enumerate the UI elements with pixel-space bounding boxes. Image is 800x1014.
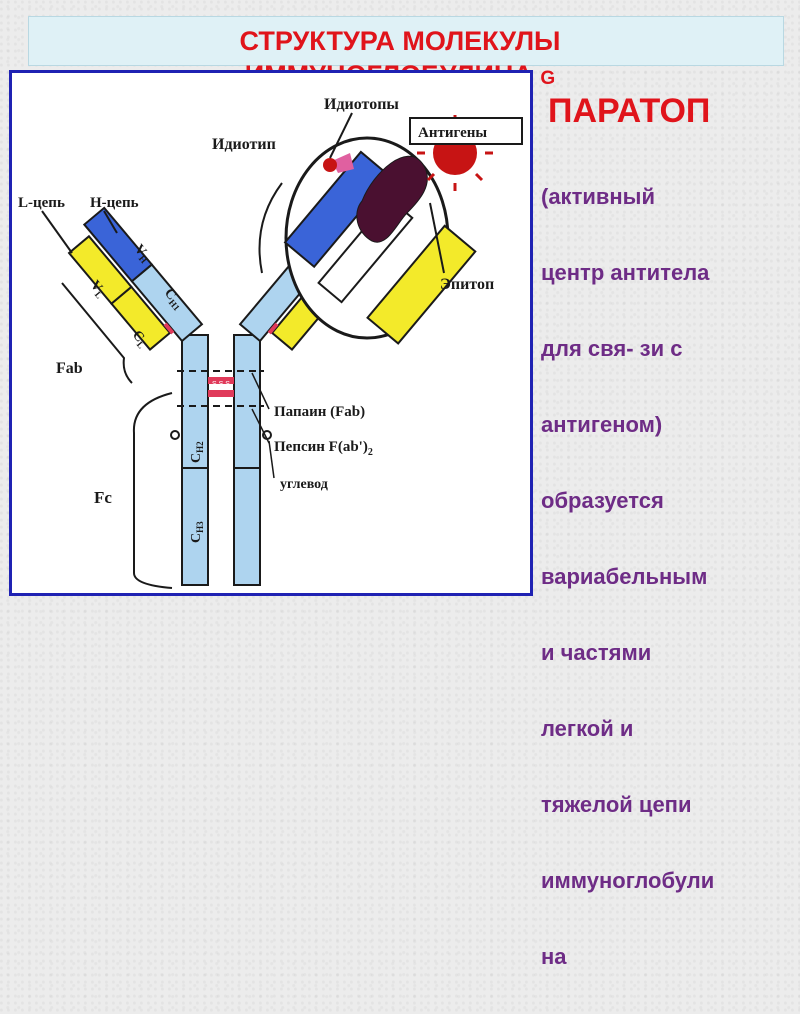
paratope-line: и частями — [541, 640, 652, 665]
pepsin-label-text: Пепсин F(ab') — [274, 439, 368, 455]
fab-label: Fab — [56, 360, 83, 377]
paratope-line: антигеном) — [541, 412, 663, 437]
pepsin-label: Пепсин F(ab')2 — [274, 439, 373, 458]
zoomed-heavy-variable — [283, 150, 392, 269]
title-banner — [28, 16, 784, 66]
idiotype-bracket — [258, 182, 283, 274]
right-fab-disulfide — [267, 322, 279, 335]
h-chain-pointer — [103, 210, 118, 234]
immunoglobulin-diagram: S S S — [9, 70, 533, 596]
hinge-disulfide-2 — [208, 390, 234, 397]
idiotopes-pointer — [329, 112, 353, 159]
papain-pointer — [251, 372, 270, 410]
antigen-epitope-blob — [356, 155, 428, 243]
h-chain-label: H-цепь — [90, 195, 139, 211]
epitope-label: Эпитоп — [440, 276, 494, 293]
ch3-domain-label: CH3 — [189, 521, 205, 543]
idiotopes-label: Идиотопы — [324, 96, 399, 113]
pepsin-pointer — [251, 408, 270, 444]
paratope-description: (активный центр антитела для свя- зи с а… — [541, 140, 799, 1014]
paratope-line: иммуноглобули — [541, 868, 715, 893]
paratope-line: тяжелой цепи — [541, 792, 692, 817]
left-heavy-arm — [82, 206, 204, 343]
title-line1: СТРУКТУРА МОЛЕКУЛЫ — [239, 26, 561, 56]
antigen-fragment — [332, 153, 354, 173]
carbohydrate-pointer — [268, 440, 275, 479]
paratope-line: на — [541, 944, 567, 969]
left-light-arm — [67, 234, 175, 351]
l-chain-pointer — [41, 210, 73, 254]
idiotope-marker — [323, 158, 337, 172]
epitope-pointer — [429, 202, 445, 274]
carbohydrate-left-marker — [170, 430, 180, 440]
idiotype-label: Идиотип — [212, 136, 276, 153]
carbohydrate-label: углевод — [280, 477, 328, 492]
papain-label: Папаин (Fab) — [274, 404, 365, 420]
antigens-label-box — [409, 117, 523, 145]
hinge-disulfide-1 — [208, 377, 234, 384]
paratope-line: центр антитела — [541, 260, 710, 285]
paratope-line: (активный — [541, 184, 655, 209]
paratope-line: образуется — [541, 488, 664, 513]
diagram-canvas: S S S — [18, 96, 523, 589]
paratope-line: вариабельным — [541, 564, 708, 589]
left-fab-disulfide — [163, 322, 175, 335]
ch2-domain-label: CH2 — [189, 441, 205, 463]
antigens-label: Антигены — [418, 125, 487, 141]
hinge-s-marks: S S S — [212, 381, 230, 388]
fc-right-chain — [233, 334, 261, 586]
left-vh-domain — [82, 206, 154, 283]
left-vl-domain — [67, 234, 133, 306]
paratope-line: легкой и — [541, 716, 634, 741]
l-chain-label: L-цепь — [18, 195, 65, 211]
fab-bracket — [61, 282, 133, 384]
fc-left-chain — [181, 334, 209, 586]
title-suffix: G — [540, 68, 556, 89]
zoomed-light-variable — [366, 224, 477, 345]
pepsin-label-sub: 2 — [368, 447, 373, 458]
fc-label: Fc — [94, 488, 112, 507]
fc-bracket — [132, 392, 173, 589]
paratope-line: для свя- зи с — [541, 336, 683, 361]
paratope-heading: ПАРАТОП — [548, 92, 711, 130]
